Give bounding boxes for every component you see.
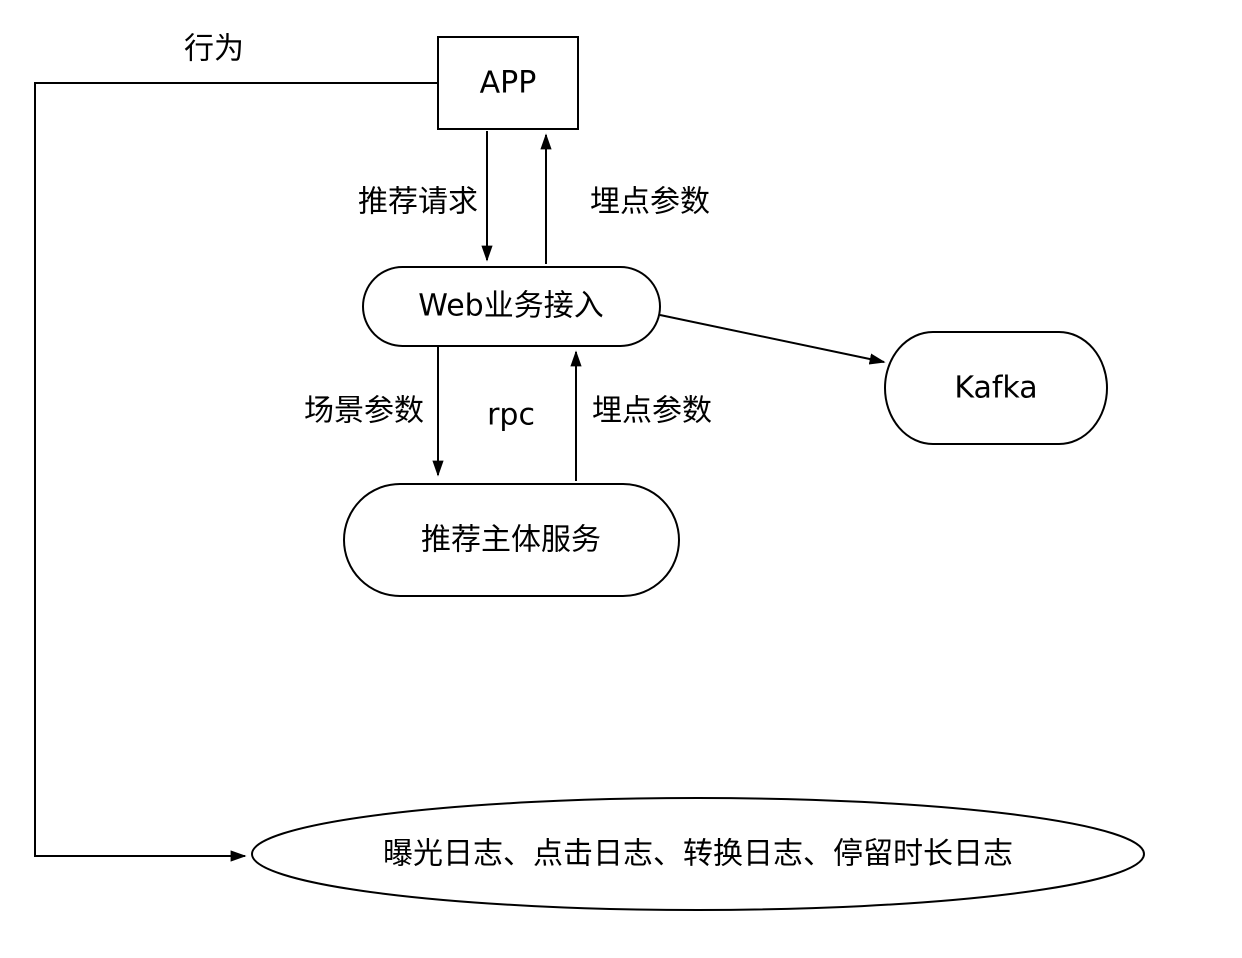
kafka-node: Kafka: [884, 331, 1108, 445]
logs-label: 曝光日志、点击日志、转换日志、停留时长日志: [383, 837, 1013, 872]
tracking-params-top-label: 埋点参数: [590, 185, 710, 220]
scene-params-label: 场景参数: [304, 394, 424, 429]
kafka-label: Kafka: [954, 371, 1037, 406]
behavior-label: 行为: [184, 32, 244, 67]
behavior-edge: [34, 82, 438, 862]
web-to-kafka-edge: [659, 314, 886, 365]
tracking-params-bottom-label: 埋点参数: [592, 394, 712, 429]
rec-service-label: 推荐主体服务: [421, 523, 601, 558]
logs-node: 曝光日志、点击日志、转换日志、停留时长日志: [251, 797, 1145, 911]
app-label: APP: [480, 66, 537, 101]
web-access-label: Web业务接入: [418, 289, 603, 324]
rpc-label: rpc: [487, 398, 535, 433]
rec-request-label: 推荐请求: [358, 185, 478, 220]
app-node: APP: [437, 36, 579, 130]
web-access-node: Web业务接入: [362, 266, 661, 347]
rec-service-node: 推荐主体服务: [343, 483, 680, 597]
